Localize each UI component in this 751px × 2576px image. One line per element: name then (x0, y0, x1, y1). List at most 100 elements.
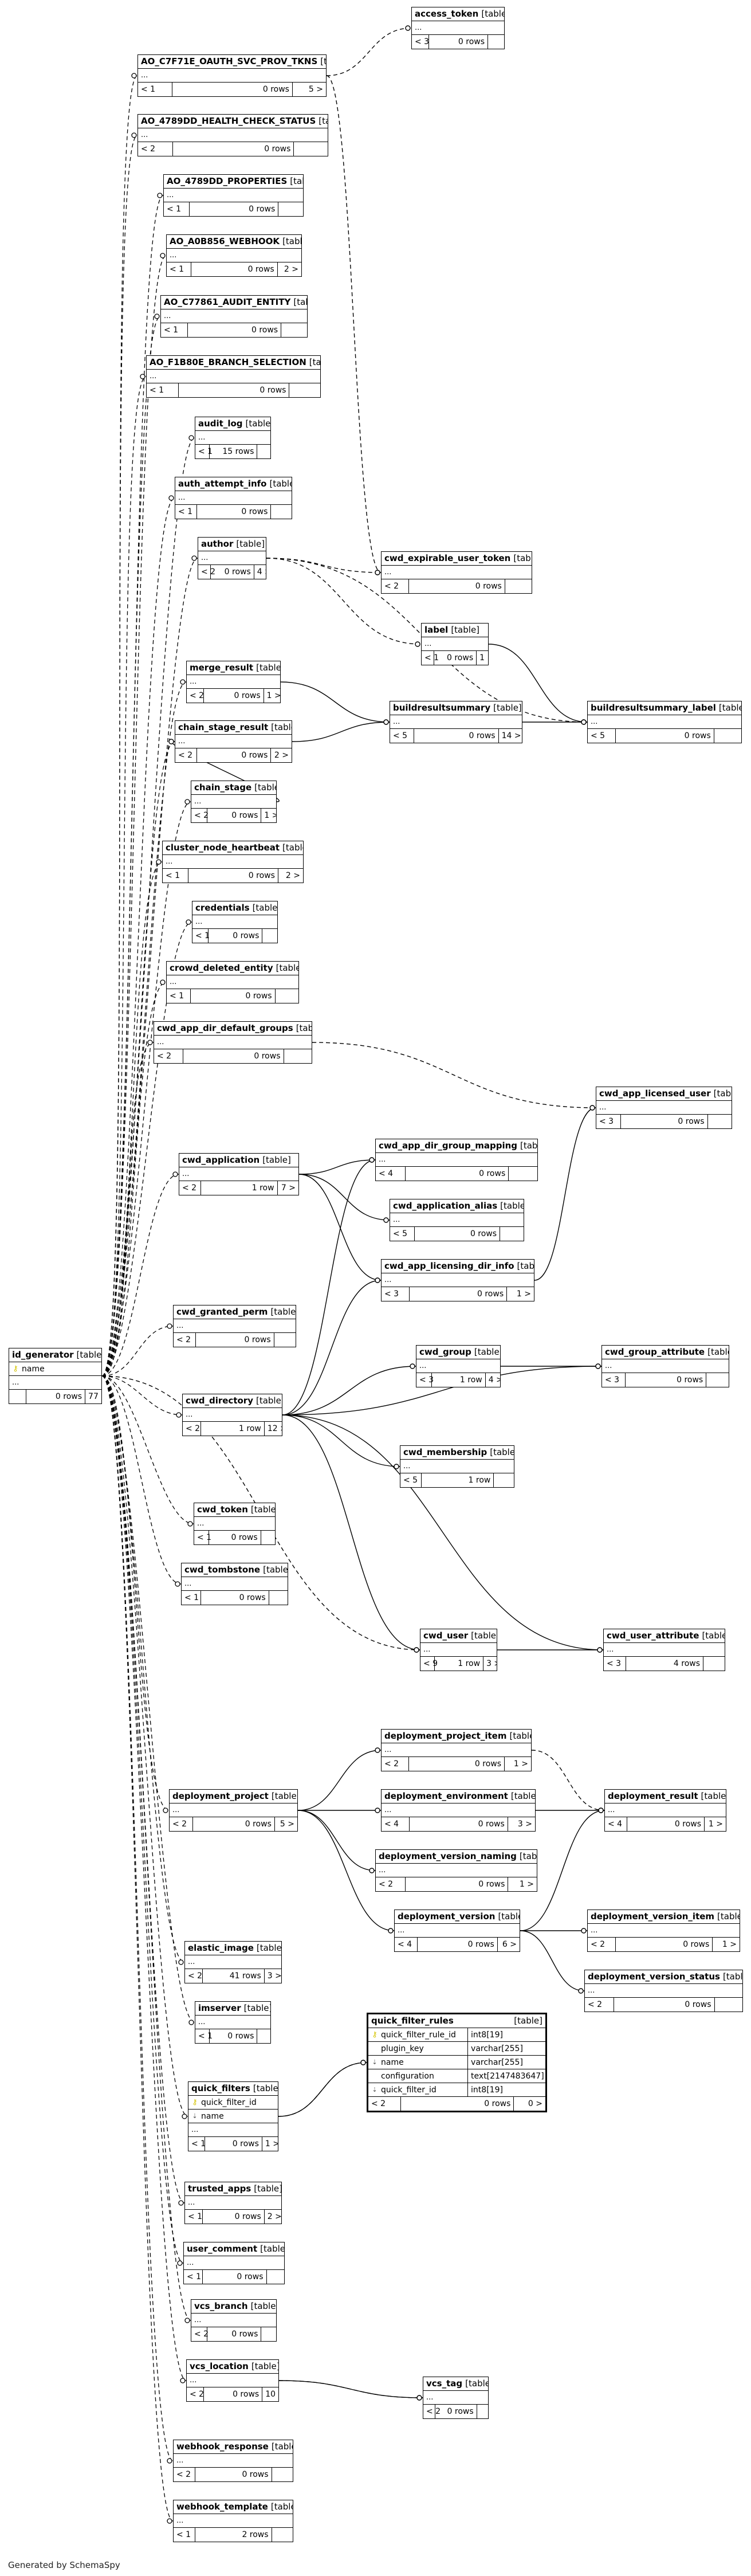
parents-count[interactable]: < 3 (599, 1117, 614, 1126)
parents-count[interactable]: < 2 (371, 2099, 386, 2108)
table-cwd-token[interactable]: cwd_token[table]...< 10 rows (194, 1503, 276, 1545)
children-count[interactable] (257, 445, 270, 458)
children-count[interactable]: 1 > (261, 809, 276, 822)
table-deployment-version-status[interactable]: deployment_version_status[table]...< 20 … (584, 1970, 743, 2012)
children-count[interactable]: 3 > (264, 1969, 281, 1983)
table-name[interactable]: cwd_user_attribute (607, 1630, 699, 1641)
table-ao-4789dd-props[interactable]: AO_4789DD_PROPERTIES[table]...< 10 rows (163, 174, 304, 217)
table-name[interactable]: webhook_response (176, 2441, 269, 2452)
table-name[interactable]: cwd_membership (403, 1447, 487, 1457)
children-count[interactable]: 3 > (483, 1657, 497, 1671)
table-cwd-app-licensed-user[interactable]: cwd_app_licensed_user[table]...< 30 rows (596, 1087, 732, 1129)
table-ao-c7f71e[interactable]: AO_C7F71E_OAUTH_SVC_PROV_TKNS[table]...<… (137, 54, 327, 97)
parents-count[interactable]: < 2 (588, 2000, 603, 2009)
table-name[interactable]: crowd_deleted_entity (170, 963, 273, 973)
table-name[interactable]: deployment_version_naming (379, 1851, 517, 1861)
table-name[interactable]: AO_C7F71E_OAUTH_SVC_PROV_TKNS (141, 56, 318, 66)
table-name[interactable]: author (201, 539, 234, 549)
parents-count[interactable]: < 3 (605, 1375, 620, 1385)
table-buildresultsummary-label[interactable]: buildresultsummary_label[table]...< 50 r… (587, 701, 742, 743)
children-count[interactable] (504, 579, 532, 593)
table-name[interactable]: cwd_group_attribute (605, 1347, 705, 1357)
table-name[interactable]: cwd_application_alias (393, 1201, 498, 1211)
table-name[interactable]: vcs_location (190, 2361, 249, 2371)
column-row[interactable]: ⇣name (188, 2110, 278, 2123)
table-name[interactable]: AO_4789DD_HEALTH_CHECK_STATUS (141, 116, 316, 126)
column-row[interactable]: ⚷name (9, 1362, 101, 1376)
parents-count[interactable] (9, 1390, 26, 1403)
table-cwd-application-alias[interactable]: cwd_application_alias[table]...< 50 rows (390, 1199, 524, 1241)
table-name[interactable]: cwd_expirable_user_token (384, 553, 511, 563)
parents-count[interactable]: < 1 (150, 386, 164, 395)
children-count[interactable] (266, 2270, 285, 2284)
table-deployment-version-naming[interactable]: deployment_version_naming[table]...< 20 … (375, 1849, 537, 1892)
children-count[interactable]: 1 > (508, 1877, 537, 1891)
children-count[interactable]: 0 > (513, 2097, 545, 2111)
parents-count[interactable]: < 2 (182, 1183, 197, 1193)
children-count[interactable] (714, 1998, 743, 2012)
table-name[interactable]: buildresultsummary (393, 703, 491, 713)
children-count[interactable]: 2 > (277, 869, 303, 883)
parents-count[interactable]: < 3 (415, 37, 430, 46)
table-ao-4789dd-hcs[interactable]: AO_4789DD_HEALTH_CHECK_STATUS[table]...<… (137, 114, 328, 156)
table-name[interactable]: cwd_app_dir_default_groups (157, 1023, 293, 1033)
table-name[interactable]: cwd_token (197, 1504, 248, 1515)
children-count[interactable] (293, 142, 328, 156)
parents-count[interactable]: < 1 (176, 2530, 191, 2539)
table-deployment-version-item[interactable]: deployment_version_item[table]...< 20 ro… (587, 1910, 740, 1952)
table-name[interactable]: auth_attempt_info (178, 479, 267, 489)
children-count[interactable]: 2 > (264, 2210, 281, 2224)
table-webhook-response[interactable]: webhook_response[table]...< 20 rows (173, 2440, 293, 2482)
children-count[interactable] (508, 1167, 537, 1181)
table-name[interactable]: AO_F1B80E_BRANCH_SELECTION (150, 357, 306, 367)
children-count[interactable] (262, 929, 277, 943)
children-count[interactable]: 7 > (277, 1181, 298, 1195)
table-audit-log[interactable]: audit_log[table]...< 115 rows (195, 417, 271, 459)
children-count[interactable]: 4 > (253, 565, 266, 579)
parents-count[interactable]: < 1 (141, 85, 156, 94)
table-name[interactable]: AO_A0B856_WEBHOOK (170, 236, 280, 246)
table-name[interactable]: cwd_directory (186, 1395, 253, 1406)
table-name[interactable]: label (424, 625, 449, 635)
parents-count[interactable]: < 2 (379, 1880, 394, 1889)
parents-count[interactable]: < 1 (424, 653, 439, 662)
parents-count[interactable]: < 1 (191, 2139, 206, 2148)
parents-count[interactable]: < 1 (187, 2272, 202, 2281)
table-cwd-app-dir-group-mapping[interactable]: cwd_app_dir_group_mapping[table]...< 40 … (375, 1139, 538, 1181)
children-count[interactable]: 1 > (506, 1287, 534, 1301)
parents-count[interactable]: < 1 (188, 2212, 203, 2221)
table-name[interactable]: cwd_app_dir_group_mapping (379, 1140, 517, 1151)
children-count[interactable] (271, 2528, 293, 2542)
table-name[interactable]: cwd_app_licensed_user (599, 1088, 711, 1099)
parents-count[interactable]: < 2 (591, 1940, 605, 1949)
table-name[interactable]: vcs_tag (426, 2378, 463, 2389)
children-count[interactable] (713, 729, 741, 743)
children-count[interactable] (706, 1373, 729, 1387)
table-cluster-node-heartbeat[interactable]: cluster_node_heartbeat[table]...< 10 row… (162, 841, 304, 883)
table-name[interactable]: cwd_user (423, 1630, 469, 1641)
children-count[interactable]: 77 > (85, 1390, 101, 1403)
parents-count[interactable]: < 2 (384, 582, 399, 591)
table-auth-attempt-info[interactable]: auth_attempt_info[table]...< 10 rows (175, 477, 292, 519)
children-count[interactable] (476, 2405, 488, 2418)
table-ao-c77861[interactable]: AO_C77861_AUDIT_ENTITY[table]...< 10 row… (160, 295, 308, 338)
column-row[interactable]: ⚷quick_filter_id (188, 2096, 278, 2110)
children-count[interactable]: 5 > (274, 1817, 297, 1831)
table-user-comment[interactable]: user_comment[table]...< 10 rows (183, 2242, 285, 2284)
parents-count[interactable]: < 5 (393, 1229, 408, 1238)
